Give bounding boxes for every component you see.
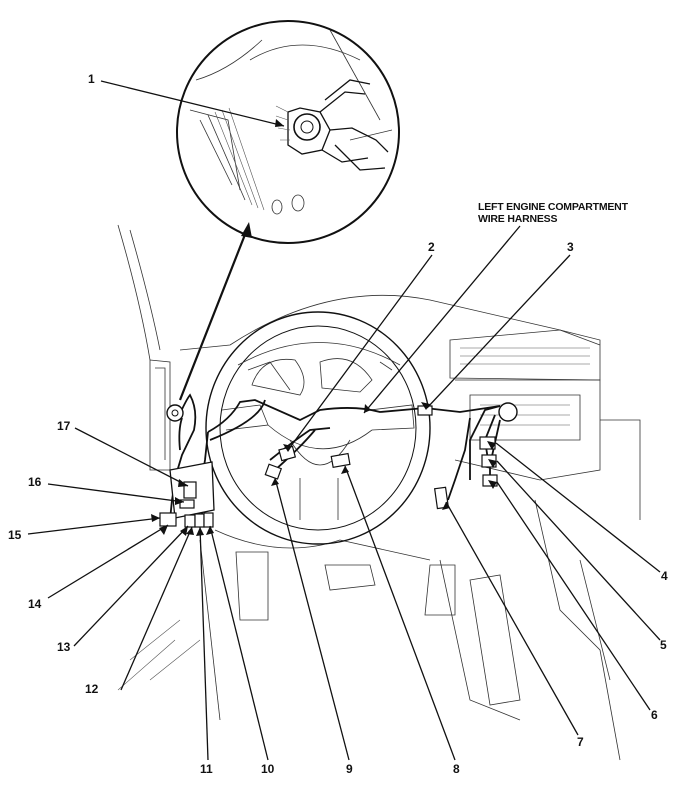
- leader-lines: [27, 80, 661, 761]
- callout-13: 13: [57, 640, 71, 654]
- callout-12: 12: [85, 682, 99, 696]
- callout-7: 7: [577, 735, 584, 749]
- callout-4: 4: [661, 569, 668, 583]
- callout-3: 3: [567, 240, 574, 254]
- steering-wheel: [205, 311, 431, 545]
- callout-14: 14: [28, 597, 42, 611]
- callout-2: 2: [428, 240, 435, 254]
- callout-6: 6: [651, 708, 658, 722]
- callout-15: 15: [8, 528, 22, 542]
- harness-title: LEFT ENGINE COMPARTMENT WIRE HARNESS: [478, 201, 628, 225]
- detail-zoom-circle: [176, 20, 400, 244]
- callout-8: 8: [453, 762, 460, 776]
- harness-title-line2: WIRE HARNESS: [478, 213, 558, 225]
- callout-11: 11: [200, 762, 213, 776]
- zoom-arrow: [178, 222, 252, 401]
- callout-17: 17: [57, 419, 71, 433]
- callout-1: 1: [88, 72, 95, 86]
- callout-10: 10: [261, 762, 275, 776]
- callout-5: 5: [660, 638, 667, 652]
- callout-9: 9: [346, 762, 353, 776]
- connectors: [159, 405, 498, 528]
- callout-16: 16: [28, 475, 42, 489]
- harness-title-line1: LEFT ENGINE COMPARTMENT: [478, 201, 628, 213]
